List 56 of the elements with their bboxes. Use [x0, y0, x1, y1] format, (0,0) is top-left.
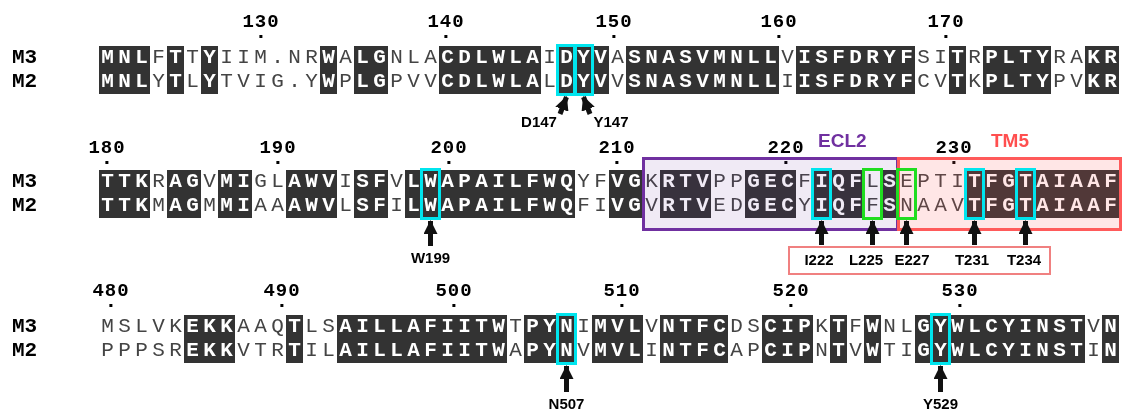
- residue-label: T231: [954, 250, 990, 270]
- ruler-number: 180: [88, 137, 126, 159]
- arrow: [555, 96, 569, 115]
- ruler-number: 490: [263, 280, 301, 302]
- highlight-box: [862, 168, 883, 220]
- residue-label: N507: [548, 394, 585, 414]
- sequence-name: M2: [12, 339, 38, 363]
- residue-label: L225: [848, 250, 884, 270]
- residue-label: I222: [804, 250, 834, 270]
- label-box: [788, 246, 1051, 275]
- sequence-name: M2: [12, 70, 38, 94]
- ruler-number: 480: [92, 280, 130, 302]
- region-label: ECL2: [818, 130, 867, 152]
- ruler-number: 510: [603, 280, 641, 302]
- residue-label: W199: [410, 248, 451, 268]
- ruler-number: 520: [772, 280, 810, 302]
- highlight-box: [896, 168, 917, 220]
- highlight-box: [573, 44, 594, 96]
- region-label: TM5: [991, 130, 1029, 152]
- residue-label: Y529: [923, 394, 958, 414]
- sequence-name: M2: [12, 194, 38, 218]
- highlight-box: [556, 44, 577, 96]
- residue-label: T234: [1006, 250, 1042, 270]
- arrow: [581, 96, 595, 115]
- arrow: [967, 220, 982, 245]
- ruler-number: 160: [760, 11, 798, 33]
- ruler-number: 500: [435, 280, 473, 302]
- ruler-number: 140: [427, 11, 465, 33]
- ruler-number: 230: [935, 137, 973, 159]
- ruler-number: 150: [595, 11, 633, 33]
- arrow: [865, 220, 880, 245]
- arrow: [814, 220, 829, 245]
- ruler-number: 170: [927, 11, 965, 33]
- highlight-box: [811, 168, 832, 220]
- highlight-box: [420, 168, 441, 220]
- ruler-number: 220: [767, 137, 805, 159]
- highlight-box: [556, 313, 577, 365]
- highlight-box: [964, 168, 985, 220]
- sequence-name: M3: [12, 46, 38, 70]
- ruler-number: 130: [242, 11, 280, 33]
- residue-label: Y147: [590, 112, 632, 132]
- ruler-number: 200: [430, 137, 468, 159]
- arrow: [1018, 220, 1033, 245]
- highlight-box: [930, 313, 951, 365]
- residue-label: D147: [518, 112, 560, 132]
- arrow: [933, 365, 948, 392]
- ruler-number: 190: [259, 137, 297, 159]
- arrow: [899, 220, 914, 245]
- sequence-name: M3: [12, 315, 38, 339]
- ruler-number: 530: [941, 280, 979, 302]
- arrow: [559, 365, 574, 392]
- residue-label: E227: [894, 250, 930, 270]
- highlight-box: [1015, 168, 1036, 220]
- ruler-number: 210: [598, 137, 636, 159]
- sequence-name: M3: [12, 170, 38, 194]
- arrow: [423, 220, 438, 246]
